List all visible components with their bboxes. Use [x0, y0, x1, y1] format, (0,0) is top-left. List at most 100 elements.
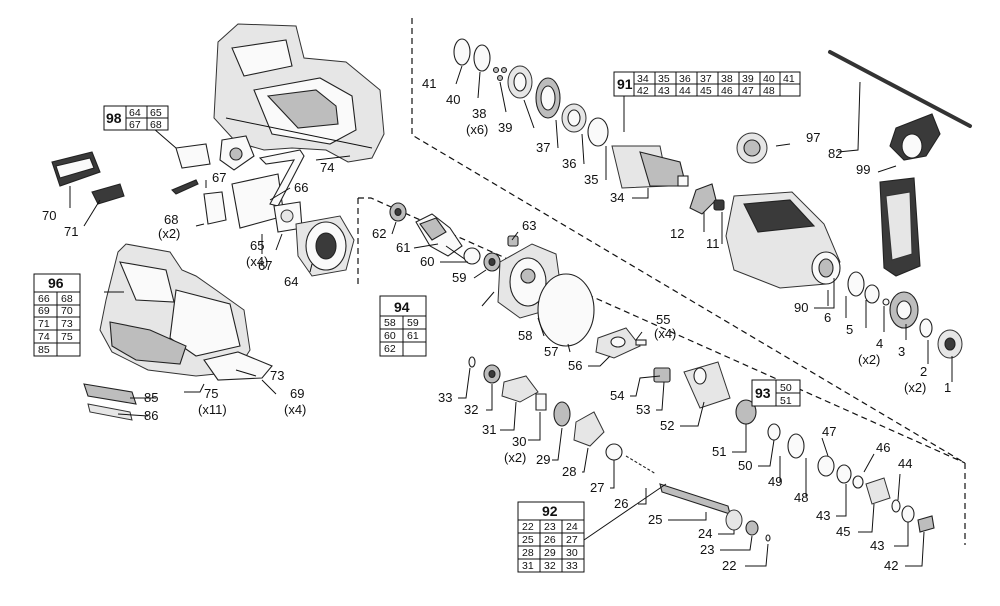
callout-4-qty: (x2)	[858, 352, 880, 367]
callout-75: 75	[204, 386, 218, 401]
callout-49: 49	[768, 474, 782, 489]
kit-94-part: 62	[384, 343, 396, 355]
kit-98-part: 64	[129, 107, 141, 119]
callout-64: 64	[284, 274, 298, 289]
callout-1: 1	[944, 380, 951, 395]
callout-56: 56	[568, 358, 582, 373]
kit-96-part: 70	[61, 305, 73, 317]
callout-66: 66	[294, 180, 308, 195]
kit-91-part: 44	[679, 85, 691, 97]
callout-30-qty: (x2)	[504, 450, 526, 465]
intermediate-shaft-drawing	[468, 356, 771, 542]
kit-91-part: 37	[700, 73, 712, 85]
callout-54: 54	[610, 388, 624, 403]
kit-91-part: 46	[721, 85, 733, 97]
kit-94-id: 94	[394, 299, 410, 315]
callout-38-qty: (x6)	[466, 122, 488, 137]
callout-69-qty: (x4)	[284, 402, 306, 417]
callout-35: 35	[584, 172, 598, 187]
callout-63: 63	[522, 218, 536, 233]
callout-40: 40	[446, 92, 460, 107]
callout-85: 85	[144, 390, 158, 405]
callout-42: 42	[884, 558, 898, 573]
kit-93-part: 51	[780, 395, 792, 407]
callout-4: 4	[876, 336, 883, 351]
callout-36: 36	[562, 156, 576, 171]
kit-92-part: 31	[522, 560, 534, 572]
callout-32: 32	[464, 402, 478, 417]
kit-92-table: 92 22 23 24 25 26 27 28 29 30 31 32 33	[517, 501, 585, 573]
callout-71: 71	[64, 224, 78, 239]
kit-91-part: 34	[637, 73, 649, 85]
kit-96-part: 66	[38, 293, 50, 305]
callout-99: 99	[856, 162, 870, 177]
kit-96-part: 69	[38, 305, 50, 317]
kit-96-table: 96 66 68 69 70 71 73 74 75 85	[33, 273, 81, 357]
armature-drawing	[389, 202, 519, 272]
callout-43a: 43	[870, 538, 884, 553]
callout-61: 61	[396, 240, 410, 255]
kit-96-part: 74	[38, 331, 50, 343]
callout-31: 31	[482, 422, 496, 437]
kit-91-id: 91	[617, 76, 633, 92]
kit-91-part: 42	[637, 85, 649, 97]
callout-47: 47	[822, 424, 836, 439]
callout-55: 55	[656, 312, 670, 327]
callout-11: 11	[706, 236, 720, 251]
kit-96-part: 73	[61, 318, 73, 330]
callout-65: 65	[250, 238, 264, 253]
kit-91-part: 40	[763, 73, 775, 85]
kit-91-part: 48	[763, 85, 775, 97]
kit-96-part: 75	[61, 331, 73, 343]
kit-91-part: 47	[742, 85, 754, 97]
stator-drawing	[295, 215, 355, 277]
clutch-lever-drawing	[689, 183, 725, 215]
kit-93-part: 50	[780, 382, 792, 394]
crank-parts-drawing	[595, 327, 757, 425]
callout-6: 6	[824, 310, 831, 325]
kit-91-part: 43	[658, 85, 670, 97]
callout-73: 73	[270, 368, 284, 383]
callout-44: 44	[898, 456, 912, 471]
callout-45: 45	[836, 524, 850, 539]
chuck-group-drawing	[847, 271, 963, 359]
housing-half-lower-drawing	[99, 243, 273, 381]
callout-75-qty: (x11)	[198, 402, 227, 417]
kit-92-part: 24	[566, 521, 578, 533]
kit-92-part: 30	[566, 547, 578, 559]
callout-59: 59	[452, 270, 466, 285]
callout-29: 29	[536, 452, 550, 467]
kit-91-part: 41	[783, 73, 795, 85]
kit-94-part: 60	[384, 330, 396, 342]
kit-91-part: 39	[742, 73, 754, 85]
kit-92-part: 28	[522, 547, 534, 559]
kit-96-part: 68	[61, 293, 73, 305]
kit-91-part: 45	[700, 85, 712, 97]
gear-stack-drawing	[453, 38, 689, 189]
callout-39: 39	[498, 120, 512, 135]
callout-51: 51	[712, 444, 726, 459]
label-plates-drawing	[83, 383, 137, 421]
kit-98-id: 98	[106, 110, 122, 126]
callout-2: 2	[920, 364, 927, 379]
callout-3: 3	[898, 344, 905, 359]
kit-92-part: 33	[566, 560, 578, 572]
kit-91-table: 91 34 35 36 37 38 39 40 41 42 43 44 45 4…	[613, 71, 801, 97]
kit-92-part: 25	[522, 534, 534, 546]
kit-92-id: 92	[542, 503, 558, 519]
kit-92-part: 22	[522, 521, 534, 533]
kit-96-part: 85	[38, 344, 50, 356]
side-handle-drawing	[828, 50, 972, 277]
callout-70: 70	[42, 208, 56, 223]
callout-28: 28	[562, 464, 576, 479]
striker-group-drawing	[767, 423, 935, 533]
callout-48: 48	[794, 490, 808, 505]
kit-93-table: 93 50 51	[751, 379, 801, 407]
callout-58: 58	[518, 328, 532, 343]
spindle-plate-drawing	[736, 132, 768, 164]
leader-lines	[69, 65, 953, 567]
kit-93-id: 93	[755, 385, 771, 401]
callout-22: 22	[722, 558, 736, 573]
callout-43b: 43	[816, 508, 830, 523]
